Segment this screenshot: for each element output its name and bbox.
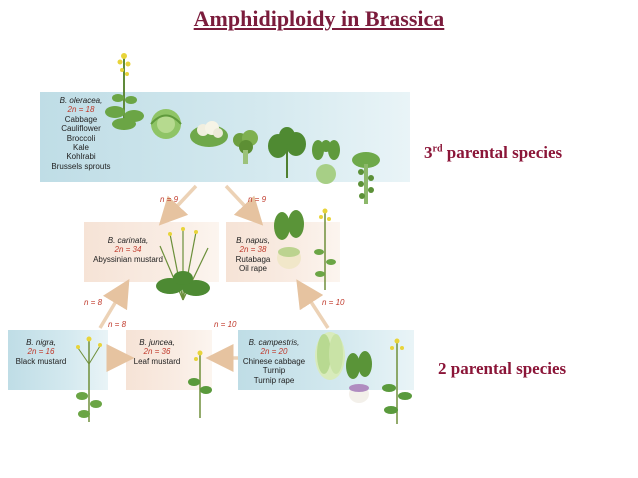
species-name: B. carinata, — [107, 236, 149, 245]
common-name: Cauliflower — [61, 124, 101, 134]
chinese-cabbage-icon — [315, 332, 345, 380]
oil-rape-icon — [314, 208, 336, 290]
gamete-label-nigra-juncea: n = 8 — [108, 320, 127, 329]
species-name: B. napus, — [236, 236, 270, 245]
common-name: Leaf mustard — [133, 356, 181, 366]
third-parental-suffix: rd — [432, 143, 443, 155]
chromosome-count: 2n = 38 — [239, 245, 267, 255]
common-name: Broccoli — [66, 133, 96, 143]
chromosome-count: 2n = 18 — [67, 105, 95, 115]
gamete-label-oleracea-napus: n = 9 — [248, 195, 267, 204]
common-name: Oil rape — [238, 264, 267, 274]
third-parental-label: 3rd parental species — [424, 143, 562, 163]
rutabaga-icon — [274, 210, 304, 269]
species-oleracea: B. oleracea, 2n = 18 Cabbage Cauliflower… — [46, 96, 116, 171]
gamete-label-campestris-napus: n = 10 — [322, 298, 345, 307]
arrow-campestris-napus — [296, 279, 330, 329]
turnip-icon — [346, 351, 372, 403]
common-name: Abyssinian mustard — [93, 254, 163, 264]
gamete-label-oleracea-carinata: n = 9 — [160, 195, 179, 204]
common-name: Brussels sprouts — [51, 161, 111, 171]
broccoli-icon — [233, 130, 258, 164]
common-name: Turnip rape — [253, 375, 295, 385]
common-name: Turnip — [262, 366, 286, 376]
common-name: Kale — [72, 143, 89, 153]
chromosome-count: 2n = 36 — [143, 347, 171, 357]
third-parental-text: parental species — [442, 143, 563, 162]
two-parental-label: 2 parental species — [438, 359, 567, 378]
species-juncea: B. juncea, 2n = 36 Leaf mustard — [128, 338, 186, 366]
kale-icon — [268, 127, 306, 178]
arrow-oleracea-carinata — [158, 184, 198, 226]
species-name: B. juncea, — [139, 338, 175, 347]
leaf-mustard-icon — [188, 350, 212, 418]
species-napus: B. napus, 2n = 38 Rutabaga Oil rape — [230, 236, 276, 274]
species-nigra: B. nigra, 2n = 16 Black mustard — [10, 338, 72, 366]
chromosome-count: 2n = 20 — [260, 347, 288, 357]
brussels-sprouts-icon — [352, 152, 380, 204]
common-name: Kohlrabi — [66, 152, 96, 162]
cauliflower-icon — [190, 121, 228, 147]
third-parental-number: 3 — [424, 143, 433, 162]
arrow-oleracea-napus — [224, 184, 264, 226]
black-mustard-icon — [76, 336, 102, 422]
common-name: Rutabaga — [235, 254, 271, 264]
common-name: Cabbage — [64, 114, 98, 124]
common-name: Chinese cabbage — [242, 356, 306, 366]
gamete-label-nigra-carinata: n = 8 — [84, 298, 103, 307]
common-name: Black mustard — [15, 356, 67, 366]
cabbage-icon — [150, 109, 182, 139]
flowering-plant-icon — [105, 53, 144, 130]
slide-title: Amphidiploidy in Brassica — [193, 6, 445, 31]
species-carinata: B. carinata, 2n = 34 Abyssinian mustard — [88, 236, 168, 264]
arrow-nigra-carinata — [98, 278, 130, 329]
turnip-rape-icon — [382, 338, 412, 424]
chromosome-count: 2n = 34 — [114, 245, 142, 255]
species-name: B. campestris, — [248, 338, 300, 347]
carinata-plant-icon — [156, 227, 210, 301]
species-campestris: B. campestris, 2n = 20 Chinese cabbage T… — [240, 338, 308, 385]
species-name: B. nigra, — [26, 338, 56, 347]
gamete-label-campestris-juncea: n = 10 — [214, 320, 237, 329]
kohlrabi-icon — [312, 140, 340, 184]
chromosome-count: 2n = 16 — [27, 347, 55, 357]
species-name: B. oleracea, — [59, 96, 103, 105]
